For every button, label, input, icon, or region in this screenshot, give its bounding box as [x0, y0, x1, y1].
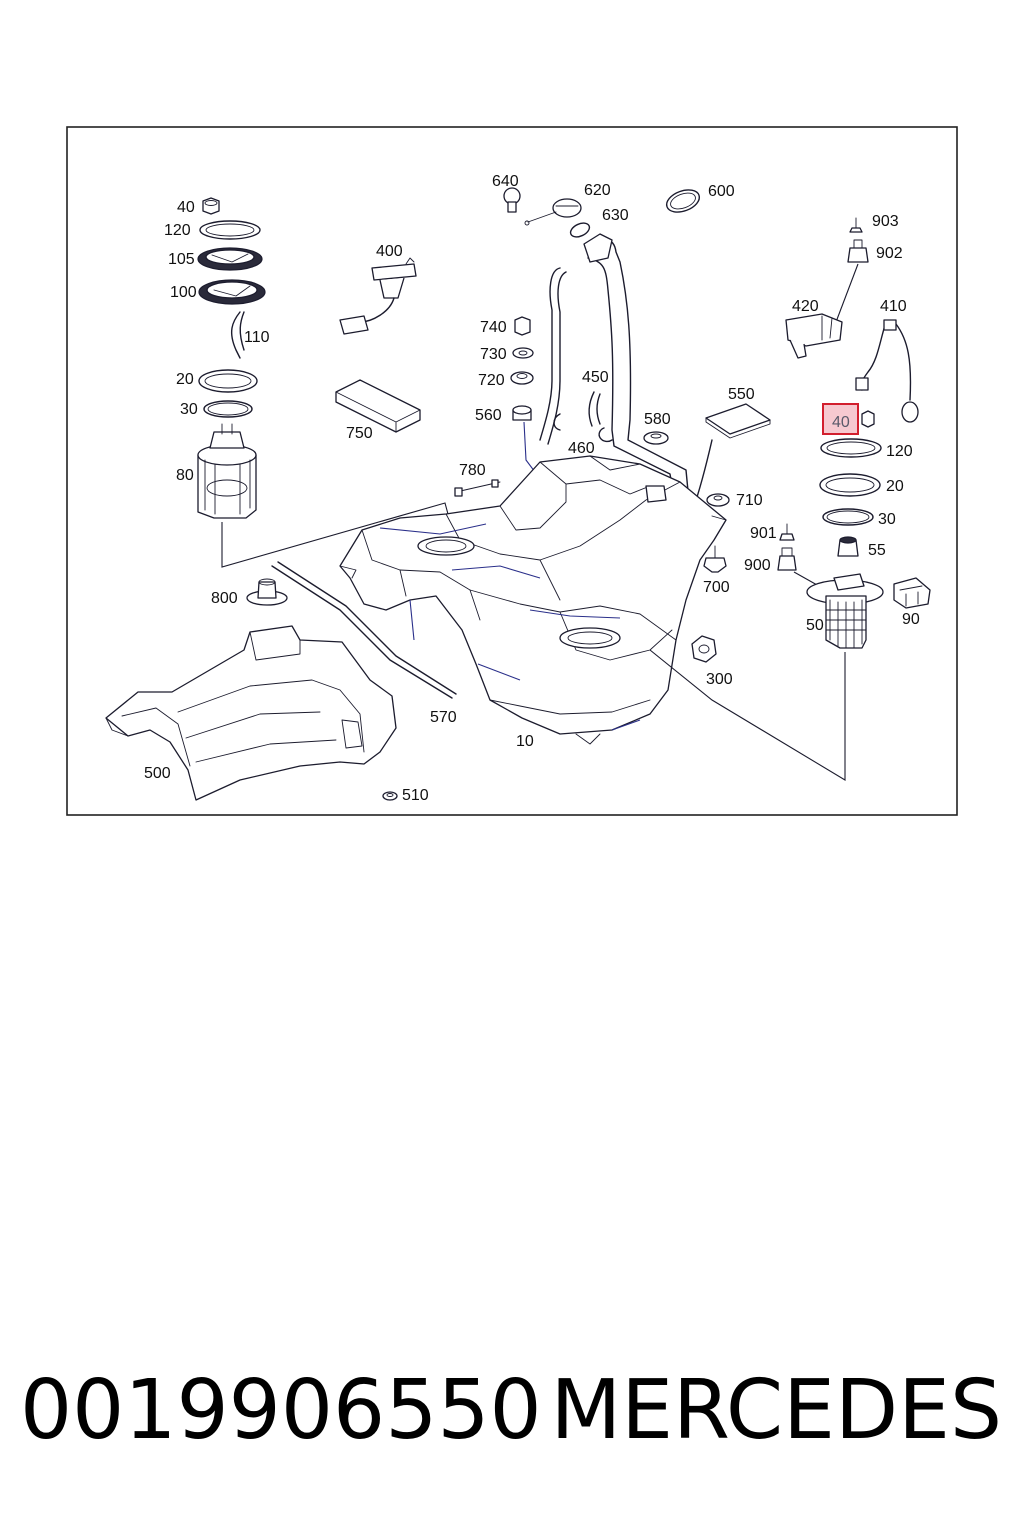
part-750-pad	[335, 379, 421, 433]
callout-903: 903	[872, 213, 899, 230]
callout-400: 400	[376, 243, 403, 260]
callout-510: 510	[402, 787, 429, 804]
callout-20-right: 20	[886, 478, 904, 495]
part-500-heat-shield	[105, 625, 397, 801]
part-number: 0019906550	[20, 1363, 542, 1458]
callout-580: 580	[644, 411, 671, 428]
part-700-valve	[703, 557, 727, 573]
callout-10: 10	[516, 733, 534, 750]
callout-620: 620	[584, 182, 611, 199]
part-300-fitting	[691, 635, 717, 663]
callout-460: 460	[568, 440, 595, 457]
callout-120: 120	[164, 222, 191, 239]
callout-110: 110	[244, 329, 270, 346]
part-510-clip	[382, 791, 398, 801]
callout-640: 640	[492, 173, 519, 190]
filler-neck-group	[503, 187, 701, 513]
callout-720: 720	[478, 372, 505, 389]
right-pump-stack	[649, 217, 931, 781]
callout-740: 740	[480, 319, 507, 336]
callout-30: 30	[180, 401, 198, 418]
callout-630: 630	[602, 207, 629, 224]
callout-730: 730	[480, 346, 507, 363]
callout-800: 800	[211, 590, 238, 607]
callout-300: 300	[706, 671, 733, 688]
highlight-box	[822, 403, 859, 435]
callout-55: 55	[868, 542, 886, 559]
callout-120-right: 120	[886, 443, 913, 460]
left-pump-stack	[197, 197, 456, 568]
callout-550: 550	[728, 386, 755, 403]
callout-100: 100	[170, 284, 197, 301]
callout-710: 710	[736, 492, 763, 509]
callout-750: 750	[346, 425, 373, 442]
callout-902: 902	[876, 245, 903, 262]
callout-700: 700	[703, 579, 730, 596]
callout-410: 410	[880, 298, 907, 315]
part-800-grommet	[246, 578, 288, 606]
callout-450: 450	[582, 369, 609, 386]
callout-40: 40	[177, 199, 195, 216]
callout-900: 900	[744, 557, 771, 574]
part-10-fuel-tank	[339, 455, 727, 745]
callout-105: 105	[168, 251, 195, 268]
callout-40-highlighted: 40	[832, 414, 850, 431]
callout-20: 20	[176, 371, 194, 388]
callout-570: 570	[430, 709, 457, 726]
brand-name: MERCEDES	[550, 1363, 1002, 1458]
callout-600: 600	[708, 183, 735, 200]
callout-90: 90	[902, 611, 920, 628]
callout-labels: 40 120 105 100 110 20 30 80 400 750 640 …	[144, 173, 920, 804]
callout-500: 500	[144, 765, 171, 782]
callout-50: 50	[806, 617, 824, 634]
callout-80: 80	[176, 467, 194, 484]
callout-30-right: 30	[878, 511, 896, 528]
callout-901: 901	[750, 525, 777, 542]
callout-560: 560	[475, 407, 502, 424]
part-570-strap	[271, 565, 453, 699]
part-400-level-sender	[339, 257, 417, 335]
callout-780: 780	[459, 462, 486, 479]
callout-420: 420	[792, 298, 819, 315]
